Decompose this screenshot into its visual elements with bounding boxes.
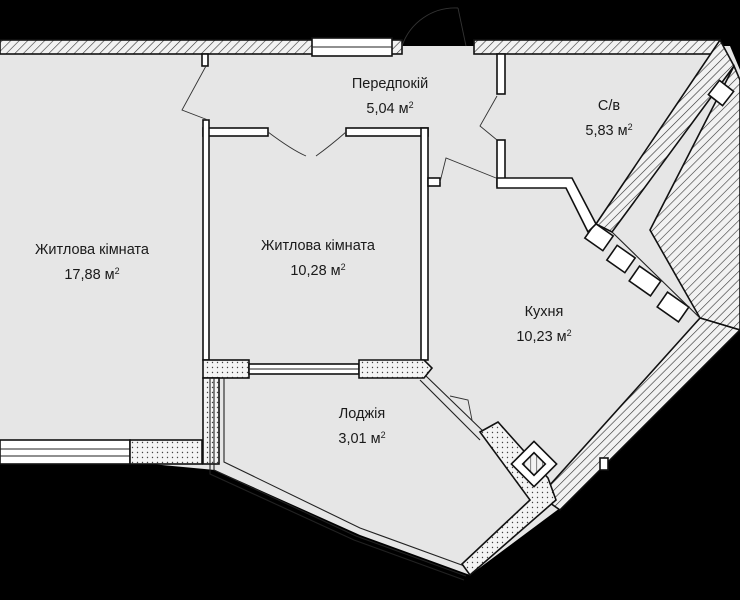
top-wall-right [473, 39, 721, 55]
bathroom-wall-top [496, 53, 506, 95]
room-label-loggia: Лоджія 3,01 м2 [338, 406, 386, 447]
wall-stub-hall [427, 177, 441, 187]
loggia-glazing [425, 375, 487, 435]
riser-block [599, 457, 609, 471]
room-label-living-room-2: Житлова кімната 10,28 м2 [261, 238, 375, 279]
kitchen-door [439, 157, 497, 183]
kitchen-window-3 [628, 265, 662, 297]
outer-wall-right-lower [538, 317, 740, 512]
entry-door [401, 7, 459, 47]
hall-door-left [181, 65, 209, 121]
living1-window [0, 439, 131, 465]
room2-top-left-wall [202, 127, 269, 137]
kitchen-window-2 [605, 244, 637, 274]
kitchen-lower-wall [460, 420, 557, 577]
hallway-left-stub [201, 53, 209, 67]
room2-top-right-wall [345, 127, 429, 137]
room2-right-wall [420, 127, 429, 361]
loggia-door [449, 395, 473, 421]
loggia-wall-right-block [358, 359, 434, 379]
bathroom-kitchen-wall [496, 177, 597, 234]
room2-left-wall [202, 119, 210, 361]
top-wall-left [0, 39, 403, 55]
loggia-outline-outer2 [209, 378, 465, 581]
room-label-bathroom: С/в 5,83 м2 [585, 98, 633, 139]
loggia-wall-left-block [202, 359, 250, 379]
living1-wall-right [202, 377, 220, 465]
bathroom-door [479, 95, 498, 141]
loggia-outline-inner [223, 378, 471, 569]
room-label-kitchen: Кухня 10,23 м2 [516, 304, 572, 345]
living1-wall-bottom [129, 439, 203, 465]
loggia-outline-outer [213, 378, 467, 577]
corner-block [707, 79, 735, 107]
kitchen-window-4 [656, 291, 690, 323]
kitchen-diagonal-wall [611, 231, 701, 319]
double-door-room2 [267, 131, 347, 157]
room-label-hallway: Передпокій 5,04 м2 [351, 76, 429, 117]
room-label-living-room-1: Житлова кімната 17,88 м2 [35, 242, 149, 283]
chimney-inner [521, 451, 547, 477]
